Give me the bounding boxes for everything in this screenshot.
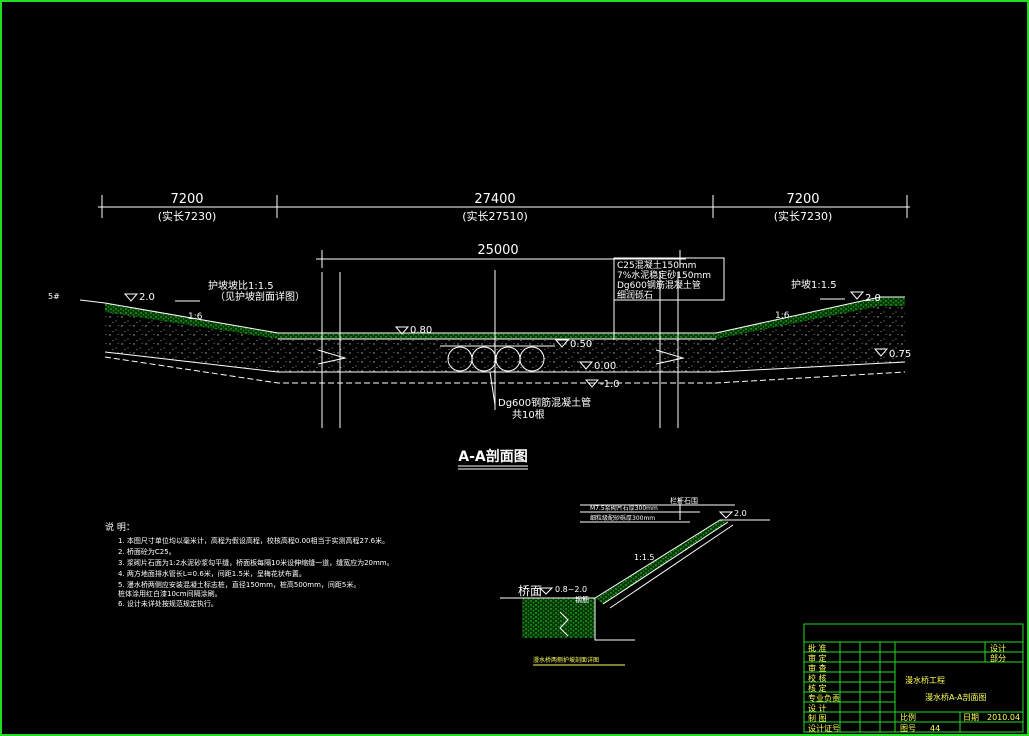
dim-middle-sub: (实长27510) — [462, 209, 528, 223]
tb-row-3: 审 查 — [808, 663, 827, 673]
detail-layer2: 细粒级配砂砾厚300mm — [590, 514, 655, 522]
tb-row-1: 批 准 — [808, 643, 827, 653]
tb-date-label: 日期 — [963, 713, 979, 722]
dim-middle-value: 27400 — [474, 192, 515, 207]
detail-side-label: 钢筋 — [575, 595, 589, 604]
note-4: 4. 两方地面排水管长L=0.6米，间距1.5米，呈梅花状布置。 — [118, 569, 306, 578]
layer-3: Dg600钢筋混凝土管 — [617, 279, 701, 291]
pipe-count: 共10根 — [512, 408, 545, 421]
slope-left-label: 护坡坡比1:1.5 — [208, 279, 274, 292]
section-title: A-A剖面图 — [458, 448, 527, 465]
note-5: 5. 漫水桥两侧应安装混凝土标志桩，直径150mm，桩高500mm，间距5米。 — [118, 580, 360, 589]
detail-caption: 漫水桥两侧护坡剖面详图 — [533, 656, 599, 664]
elev-left-2: 2.0 — [139, 292, 155, 303]
tb-row-6: 专业负责 — [808, 693, 840, 703]
note-1: 1. 本图尺寸单位均以毫米计，高程为假设高程，校核高程0.00相当于实测高程27… — [118, 536, 389, 545]
note-6: 6. 设计未详处按规范规定执行。 — [118, 599, 218, 608]
tb-top-right-1: 设计 — [990, 643, 1006, 653]
detail-top-label: 栏杆石围 — [670, 496, 698, 505]
elev-050: 0.50 — [570, 339, 592, 350]
tb-row-4: 校 核 — [808, 673, 827, 683]
tb-row-5: 核 定 — [808, 683, 827, 693]
tb-row-9: 设计证号 — [808, 723, 840, 733]
detail-title: 桥面 — [518, 584, 542, 598]
dimension-lines — [98, 195, 910, 268]
elev-000: 0.00 — [594, 361, 616, 372]
dim-inner-value: 25000 — [477, 243, 518, 258]
cross-section — [79, 257, 906, 428]
tb-project: 漫水桥工程 — [905, 675, 945, 685]
layer-2: 7%水泥稳定砂150mm — [617, 269, 711, 281]
slope-right-label: 护坡1:1.5 — [791, 278, 837, 291]
layer-4: 细润砾石 — [617, 289, 653, 301]
dim-left-sub: (实长7230) — [158, 209, 217, 223]
detail-ratio: 1:1.5 — [634, 553, 655, 562]
note-2: 2. 桥面砼为C25。 — [118, 547, 176, 556]
detail-elev-top: 2.0 — [734, 509, 747, 518]
tb-row-7: 设 计 — [808, 703, 827, 713]
dim-right-sub: (实长7230) — [774, 209, 833, 223]
tb-num-label: 图号 — [900, 724, 916, 733]
notes-heading: 说 明： — [105, 521, 135, 533]
tb-num-value: 44 — [930, 724, 940, 733]
slope-left-note: （见护坡剖面详图） — [215, 290, 305, 303]
layer-callout: C25混凝土150mm 7%水泥稳定砂150mm Dg600钢筋混凝土管 细润砾… — [617, 259, 711, 301]
notes-block: 说 明： 1. 本图尺寸单位均以毫米计，高程为假设高程，校核高程0.00相当于实… — [105, 521, 394, 608]
note-5b: 桩体涂用红白漆10cm间隔涂刷。 — [118, 589, 222, 598]
tb-row-2: 审 定 — [808, 653, 827, 663]
elev-m10: -1.0 — [600, 379, 620, 390]
tb-drawing: 漫水桥A-A剖面图 — [925, 692, 986, 702]
title-block — [803, 623, 1024, 733]
left-edge-label: 5# — [48, 292, 60, 301]
elev-right-2: 2.0 — [865, 293, 881, 304]
pipe-label: Dg600钢筋混凝土管 — [498, 396, 591, 409]
slope-detail — [500, 498, 770, 641]
elev-075: 0.75 — [889, 349, 911, 360]
detail-layer1: M7.5浆砌片石厚300mm — [590, 504, 658, 512]
dim-left-value: 7200 — [170, 192, 203, 207]
layer-1: C25混凝土150mm — [617, 259, 696, 271]
ratio-left: 1:6 — [188, 312, 203, 322]
tb-date-value: 2010.04 — [987, 713, 1020, 722]
dim-right-value: 7200 — [786, 192, 819, 207]
elev-080: 0.80 — [410, 325, 432, 336]
ratio-right: 1:6 — [775, 311, 790, 321]
tb-row-8: 制 图 — [808, 713, 827, 723]
tb-ratio-label: 比例 — [900, 712, 916, 722]
detail-elev-low: 0.8~2.0 — [555, 585, 587, 594]
note-3: 3. 浆砌片石面为1:2水泥砂浆勾平缝，桥面板每隔10米设伸缩缝一道，缝宽应为2… — [118, 558, 394, 567]
tb-top-right-2: 部分 — [990, 653, 1006, 663]
